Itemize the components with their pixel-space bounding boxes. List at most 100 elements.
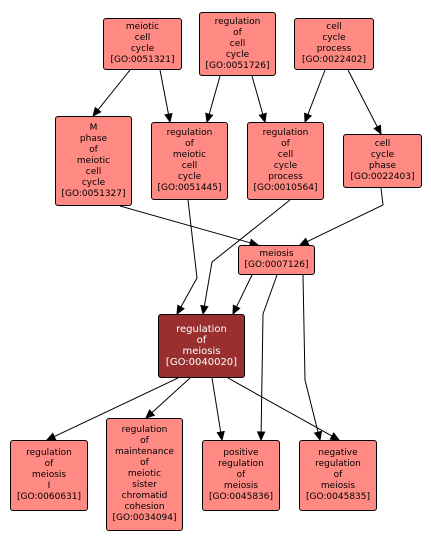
node-label-line: cell [181, 161, 198, 171]
node-label-line: I [47, 481, 51, 491]
arrowhead-icon [232, 304, 241, 316]
node-label-line: of [281, 139, 290, 149]
node-label-line: meiotic [125, 22, 160, 32]
node-label-line: negative [318, 448, 358, 458]
edge-n0051445-to-n0040020 [176, 199, 198, 316]
node-label-line: phase [368, 161, 397, 171]
node-label-line: [GO:0045836] [208, 492, 274, 502]
node-label-line: regulation [121, 425, 168, 435]
node-label-line: meiosis [223, 481, 259, 491]
node-label-line: meiosis [182, 346, 221, 357]
node-label-line: cohesion [124, 502, 165, 512]
node-label-line: of [89, 144, 98, 155]
edge-n0007126-to-n0045835 [302, 274, 323, 442]
node-label-line: [GO:0022403] [350, 172, 415, 182]
arrowhead-icon [258, 112, 267, 124]
node-label-line: [GO:0040020] [165, 357, 238, 368]
node-label-line: regulation [214, 16, 261, 27]
node-label-line: [GO:0060631] [16, 492, 82, 502]
node-label-line: of [233, 27, 242, 38]
arrowhead-icon [373, 124, 382, 136]
arrowhead-icon [313, 430, 323, 442]
edge-n0051726-to-n0010564 [251, 75, 267, 124]
arrowhead-icon [92, 106, 102, 117]
edge-n0022402-to-n0022403 [347, 69, 382, 136]
node-label-line: [GO:0051726] [205, 60, 270, 71]
node-label-line: meiosis [31, 470, 67, 480]
node-label-line: [GO:0051445] [157, 183, 222, 193]
node-label-line: [GO:0007126] [244, 260, 309, 270]
node-label-line: M [89, 122, 98, 133]
edge-n0007126-to-n0045836 [256, 274, 278, 442]
node-label-line: meiosis [320, 481, 356, 491]
node-label-line: regulation [262, 128, 309, 138]
node-label-line: cell [134, 33, 151, 43]
arrowhead-icon [176, 304, 185, 316]
node-label-line: [GO:0051321] [110, 55, 175, 65]
node-label-line: regulation [176, 324, 227, 335]
node-label-line: process [268, 172, 303, 182]
node-label-line: meiotic [76, 155, 111, 166]
node-label-line: cycle [81, 177, 106, 188]
node-label-line: cycle [130, 44, 155, 54]
node-label-line: cell [374, 139, 391, 149]
arrowhead-icon [216, 430, 225, 442]
edge-n0040020-to-n0060631 [45, 377, 179, 441]
node-label-line: cycle [370, 150, 395, 160]
node-label-line: [GO:0034094] [112, 513, 177, 523]
node-label-line: cycle [225, 49, 250, 60]
edge-n0040020-to-n0045835 [227, 377, 341, 441]
edge-n0022403-to-n0007126 [298, 187, 384, 246]
node-label-line: of [185, 139, 194, 149]
node-label-line: [GO:0051327] [61, 188, 126, 199]
node-label-line: sister [132, 480, 157, 490]
edge-n0007126-to-n0040020 [232, 274, 253, 316]
node-label-line: cycle [177, 172, 202, 182]
arrowhead-icon [45, 432, 57, 441]
node-label-line: regulation [218, 459, 264, 469]
node-label-line: cell [277, 150, 294, 160]
node-label-line: cycle [322, 33, 346, 43]
edge-n0051726-to-n0051445 [205, 75, 221, 124]
node-label-line: chromatid [121, 491, 168, 501]
node-label-line: cell [326, 22, 342, 32]
node-label-line: of [44, 459, 54, 469]
node-label-line: cycle [273, 161, 298, 171]
node-label-line: of [140, 436, 149, 446]
edge-n0040020-to-n0045836 [211, 377, 225, 442]
node-label-line: phase [79, 133, 108, 144]
node-label-line: meiotic [127, 469, 162, 479]
arrowhead-icon [298, 237, 310, 246]
node-label-line: meiosis [259, 249, 294, 259]
node-label-line: [GO:0022402] [301, 55, 367, 65]
node-label-line: of [140, 458, 149, 468]
edge-n0022402-to-n0010564 [304, 69, 326, 124]
node-label-line: process [316, 44, 352, 54]
node-label-line: [GO:0045835] [305, 492, 371, 502]
node-label-line: regulation [315, 459, 361, 469]
arrowhead-icon [329, 432, 341, 441]
node-label-line: positive [223, 448, 259, 458]
edge-n0051321-to-n0051445 [159, 69, 173, 124]
node-label-line: of [196, 335, 207, 346]
arrowhead-icon [304, 112, 313, 124]
node-label-line: of [333, 470, 343, 480]
arrowhead-icon [256, 431, 266, 442]
go-term-node[interactable]: meiosis[GO:0007126] [238, 245, 315, 275]
node-label-line: cell [85, 166, 102, 177]
node-label-line: meiotic [172, 150, 207, 160]
arrowhead-icon [205, 112, 214, 124]
